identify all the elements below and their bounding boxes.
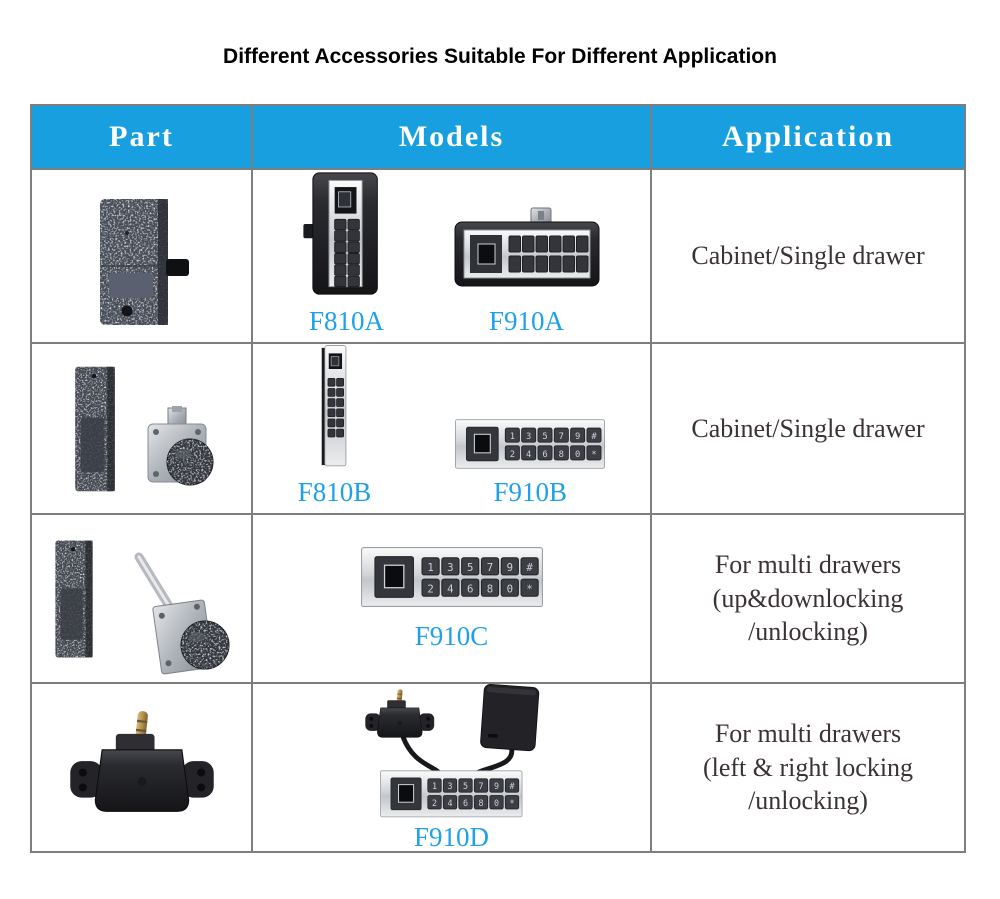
f910b-product-image bbox=[455, 419, 606, 469]
header-cell-part: Part bbox=[32, 106, 253, 170]
application-cell-row4: For multi drawers (left & right locking … bbox=[702, 718, 914, 816]
cam-lock-image bbox=[147, 405, 213, 485]
f910a-product-image bbox=[454, 207, 599, 287]
accessories-table: Part Models Application bbox=[30, 104, 966, 853]
header-cell-models: Models bbox=[253, 106, 652, 170]
application-cell-row2: Cabinet/Single drawer bbox=[652, 344, 964, 515]
models-cell-row1: F810A bbox=[253, 170, 652, 344]
f910d-product-image bbox=[365, 684, 540, 818]
model-item-f910b: F910B bbox=[455, 344, 606, 513]
battery-box-image bbox=[43, 525, 105, 673]
model-item-f910c: F910C bbox=[360, 515, 543, 682]
models-cell-row3: F910C bbox=[253, 515, 652, 684]
f810b-product-image bbox=[321, 345, 346, 467]
part-cell-row2 bbox=[32, 344, 253, 515]
model-item-f810b: F810B bbox=[297, 344, 372, 513]
f910c-product-image bbox=[360, 547, 543, 607]
battery-box-image bbox=[62, 361, 128, 497]
part-cell-row3 bbox=[32, 515, 253, 684]
model-label-f910d: F910D bbox=[413, 822, 489, 851]
models-cell-row4: F910D bbox=[253, 684, 652, 851]
application-cell-row1: Cabinet/Single drawer bbox=[652, 170, 964, 344]
model-label-f910b: F910B bbox=[493, 477, 568, 507]
model-item-f810a: F810A bbox=[301, 170, 393, 342]
motor-lock-image bbox=[69, 710, 214, 812]
header-cell-application: Application bbox=[652, 106, 964, 170]
model-label-f910c: F910C bbox=[414, 621, 489, 651]
textured-cabinet-lock-image bbox=[99, 199, 189, 325]
model-label-f910a: F910A bbox=[488, 306, 564, 336]
application-cell-row3: For multi drawers (up&downlocking /unloc… bbox=[652, 515, 964, 684]
model-label-f810b: F810B bbox=[297, 477, 372, 507]
models-cell-row2: F810B F910B bbox=[253, 344, 652, 515]
part-cell-row1 bbox=[32, 170, 253, 344]
model-label-f810a: F810A bbox=[308, 306, 384, 336]
model-item-f910a: F910A bbox=[451, 170, 603, 342]
part-cell-row4 bbox=[32, 684, 253, 851]
rod-cam-lock-image bbox=[134, 552, 229, 674]
model-item-f910d: F910D bbox=[334, 684, 569, 851]
page-title: Different Accessories Suitable For Diffe… bbox=[223, 45, 777, 68]
f810a-product-image bbox=[302, 172, 378, 295]
